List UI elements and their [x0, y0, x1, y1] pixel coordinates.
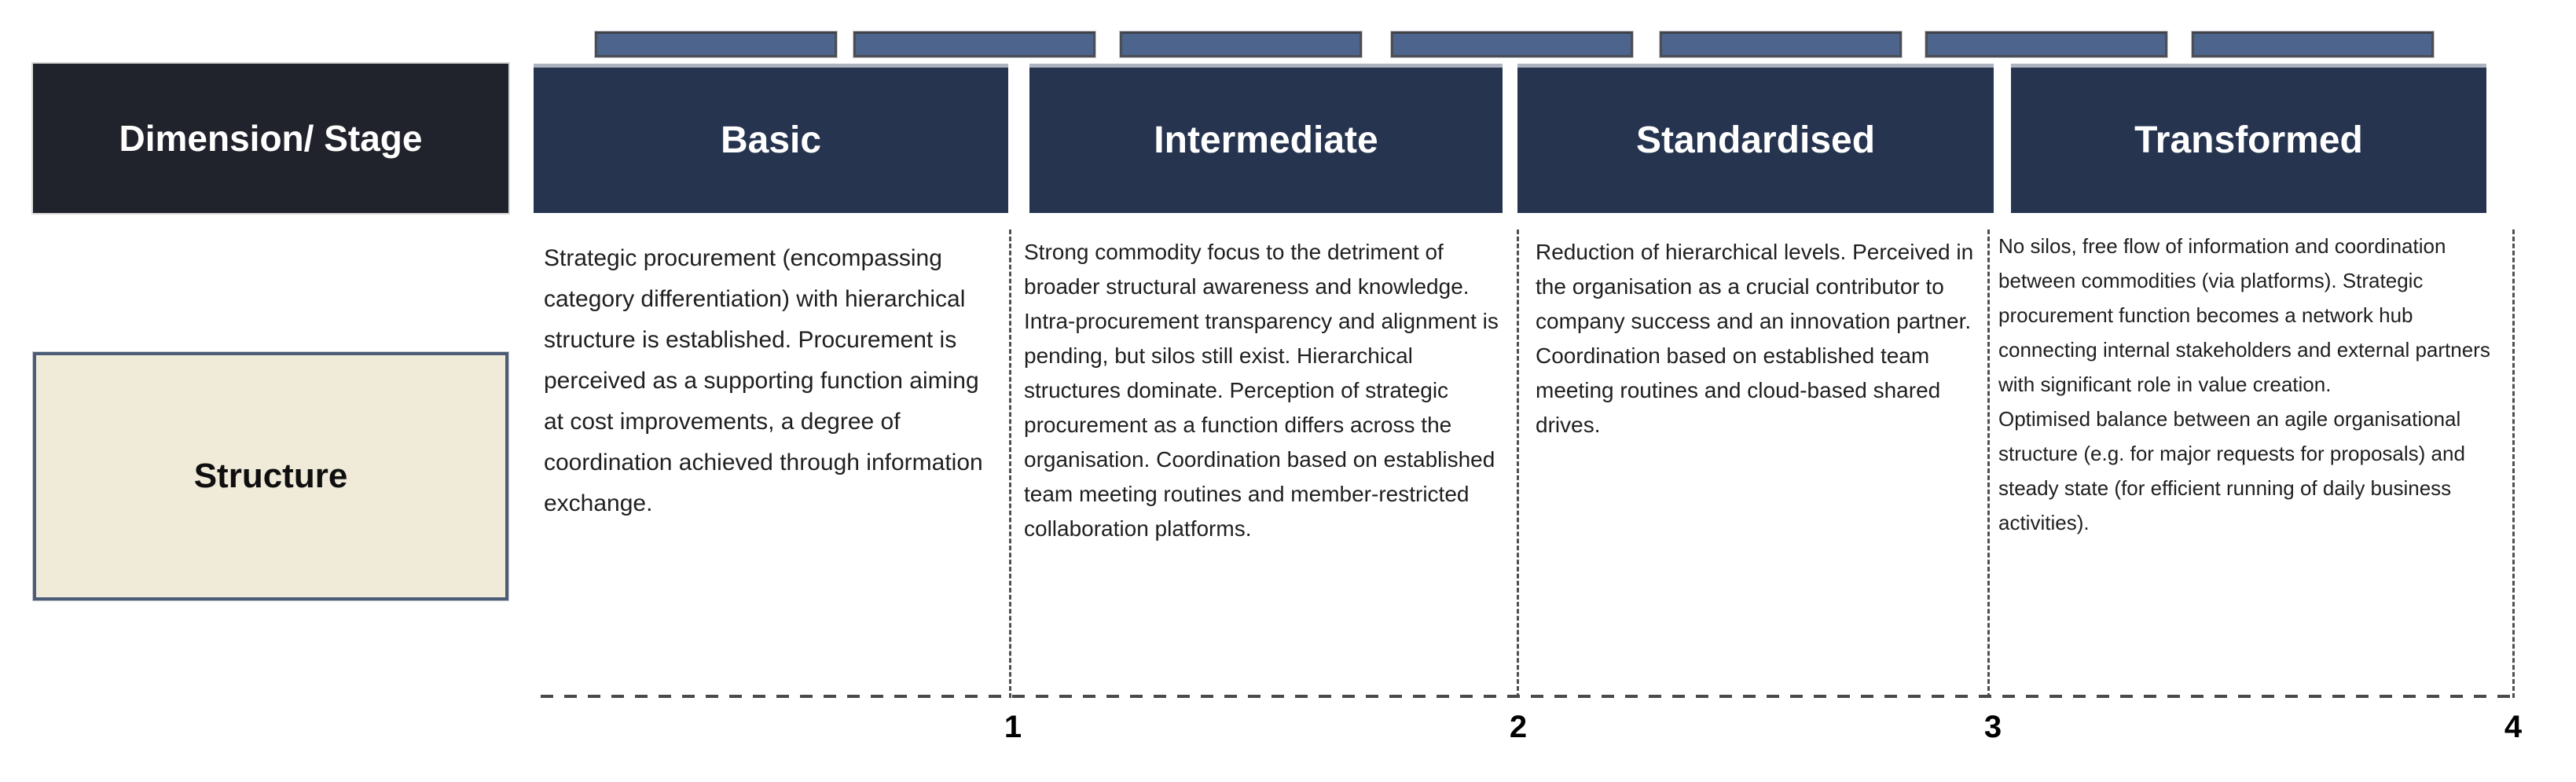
stage-step-bar	[595, 31, 837, 57]
corner-header-dimension-stage: Dimension/ Stage	[31, 62, 510, 215]
scale-marker-4: 4	[2504, 710, 2523, 744]
stage-header-label: Standardised	[1635, 119, 1876, 161]
stage-header-label: Intermediate	[1154, 119, 1378, 161]
stage-header-label: Basic	[720, 119, 822, 161]
stage-header-intermediate: Intermediate	[1029, 64, 1503, 213]
cell-structure-standardised: Reduction of hierarchical levels. Percei…	[1536, 240, 1974, 437]
stage-header-standardised: Standardised	[1517, 64, 1994, 213]
scale-baseline-dashed	[541, 695, 2519, 698]
stage-step-bar	[1120, 31, 1362, 57]
stage-step-bar	[1660, 31, 1902, 57]
column-divider-dashed	[1987, 229, 1990, 698]
row-label-structure: Structure	[33, 352, 508, 600]
stage-header-label: Transformed	[2134, 119, 2363, 161]
stage-step-bar	[1391, 31, 1633, 57]
stage-header-basic: Basic	[534, 64, 1008, 213]
column-divider-dashed	[1517, 229, 1519, 698]
row-label-text: Structure	[193, 457, 348, 495]
column-divider-dashed	[1009, 229, 1011, 698]
scale-marker-1: 1	[1004, 710, 1022, 744]
stage-header-transformed: Transformed	[2011, 64, 2486, 213]
scale-marker-3: 3	[1983, 710, 2002, 744]
cell-structure-transformed: No silos, free flow of information and c…	[1998, 234, 2490, 534]
scale-marker-2: 2	[1509, 710, 1528, 744]
cell-structure-basic: Strategic procurement (encompassing cate…	[544, 245, 983, 516]
column-divider-dashed	[2512, 229, 2515, 698]
stage-step-bar	[2192, 31, 2434, 57]
stage-step-bar	[853, 31, 1095, 57]
corner-header-label: Dimension/ Stage	[119, 118, 423, 159]
stage-step-bar	[1925, 31, 2167, 57]
cell-structure-intermediate: Strong commodity focus to the detriment …	[1024, 240, 1499, 541]
